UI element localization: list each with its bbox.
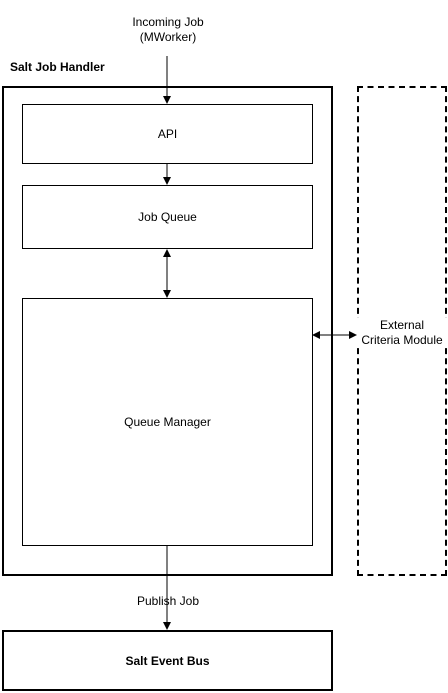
external-label-line-1: External: [379, 318, 425, 332]
salt-job-handler-title: Salt Job Handler: [10, 60, 105, 74]
job-queue-box: Job Queue: [22, 185, 313, 249]
incoming-job-label: Incoming Job (MWorker): [118, 15, 218, 45]
api-label: API: [157, 127, 178, 141]
incoming-job-line-2: (MWorker): [139, 30, 197, 44]
incoming-job-line-1: Incoming Job: [132, 15, 204, 29]
external-label-line-2: Criteria Module: [361, 333, 443, 347]
queue-manager-label: Queue Manager: [124, 415, 211, 429]
api-box: API: [22, 104, 313, 164]
salt-event-bus-label: Salt Event Bus: [125, 653, 210, 668]
job-queue-label: Job Queue: [138, 210, 197, 224]
external-criteria-module-label: External Criteria Module: [352, 318, 448, 348]
queue-manager-box: Queue Manager: [22, 298, 313, 546]
publish-job-label: Publish Job: [118, 594, 218, 609]
salt-event-bus-box: Salt Event Bus: [2, 630, 333, 691]
